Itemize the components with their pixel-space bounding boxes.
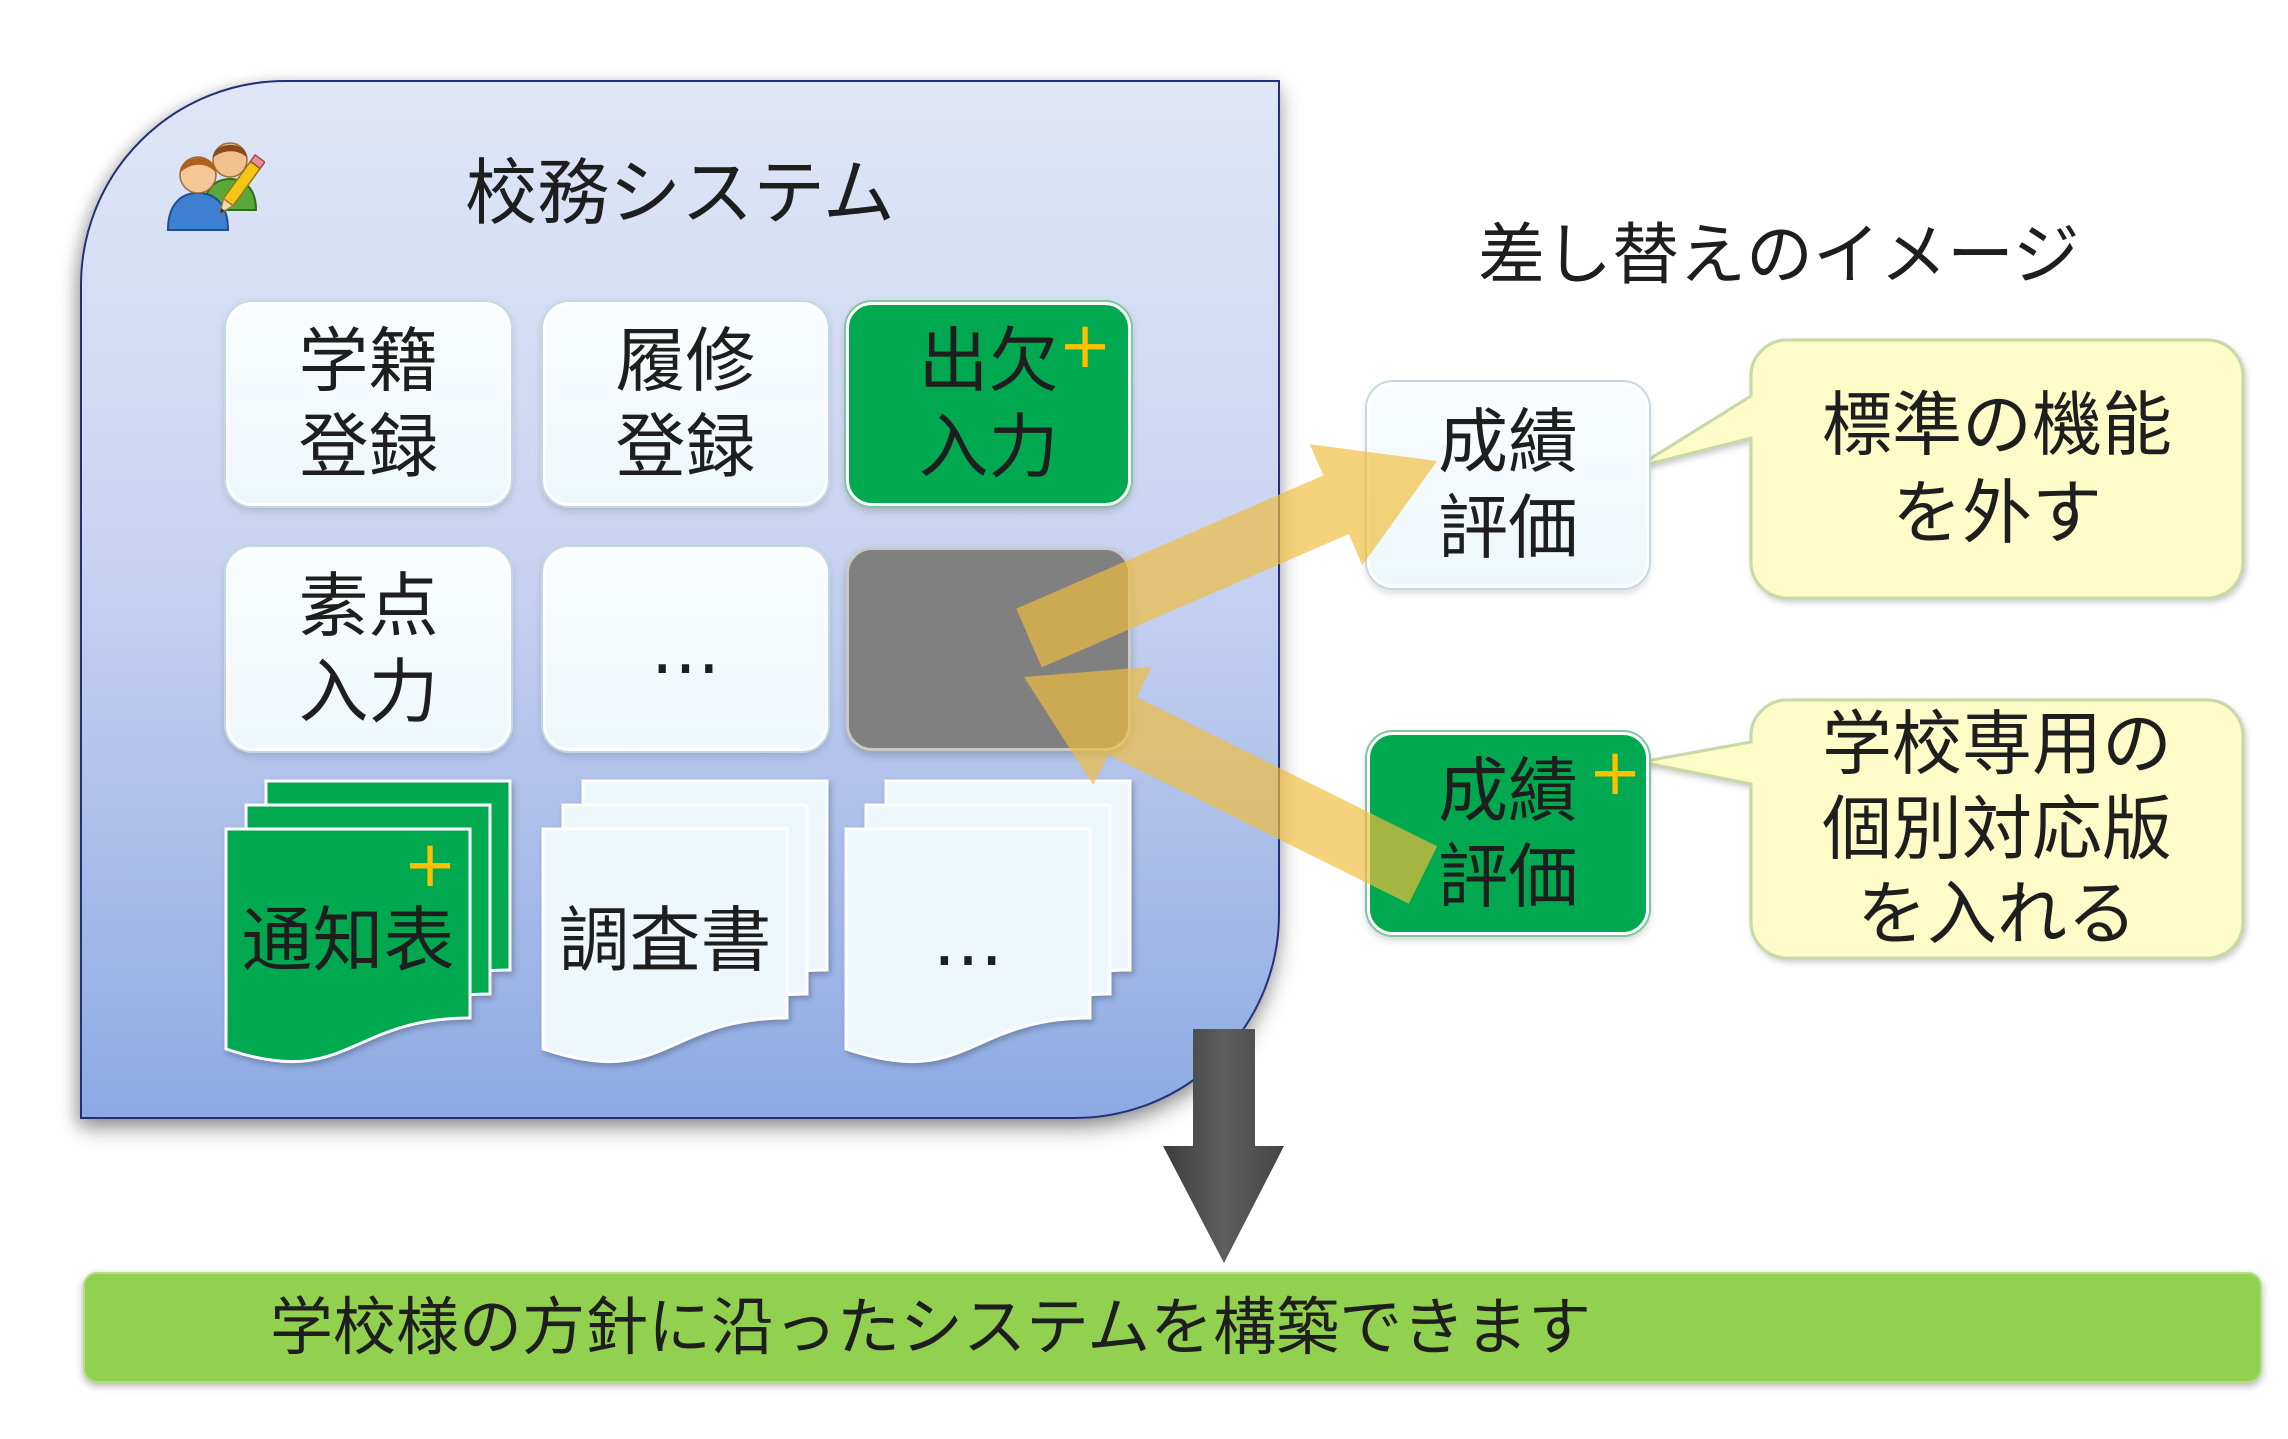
module-label-line: 登録 bbox=[298, 406, 439, 488]
document-label: 通知表 bbox=[241, 899, 455, 982]
document-stack-transcript: 調査書 bbox=[541, 779, 832, 1069]
module-tile-course-registration: 履修 登録 bbox=[543, 302, 828, 506]
module-tile-attendance-input: 出欠 入力 + bbox=[846, 302, 1131, 506]
result-banner-text: 学校様の方針に沿ったシステムを構築できます bbox=[270, 1291, 1592, 1364]
document-label: … bbox=[932, 899, 1004, 982]
module-tile-student-registry: 学籍 登録 bbox=[226, 302, 511, 506]
module-tile-more: … bbox=[543, 547, 828, 751]
plus-mark: + bbox=[1588, 736, 1642, 810]
module-label-line: 学籍 bbox=[298, 320, 439, 402]
pencil-icon bbox=[218, 153, 265, 216]
module-label-line: 評価 bbox=[1438, 487, 1578, 569]
module-label-line: … bbox=[650, 608, 721, 690]
callout-remove-standard: 標準の機能 を外す bbox=[1751, 340, 2243, 598]
module-label-line: 成績 bbox=[1438, 401, 1578, 483]
plus-mark: + bbox=[1058, 309, 1112, 383]
module-label-line: 出欠 bbox=[918, 320, 1059, 402]
callout-line: 標準の機能 bbox=[1822, 384, 2172, 466]
module-label-line: 評価 bbox=[1438, 835, 1578, 918]
callout-line: を入れる bbox=[1857, 872, 2137, 955]
document-stack-shape bbox=[224, 779, 512, 1064]
callout-line: 学校専用の bbox=[1822, 702, 2172, 785]
plus-mark: + bbox=[403, 828, 457, 902]
module-label-line: 履修 bbox=[615, 320, 756, 402]
pencil-lead bbox=[220, 207, 225, 214]
back-person-hair bbox=[213, 144, 247, 158]
pencil-eraser bbox=[249, 153, 265, 170]
replacement-heading: 差し替えのイメージ bbox=[1478, 216, 2080, 294]
document-stack-report-card: 通知表 + bbox=[224, 779, 515, 1069]
system-panel-title: 校務システム bbox=[465, 151, 895, 235]
module-label-line: 素点 bbox=[298, 565, 439, 647]
module-label-line: 入力 bbox=[918, 406, 1059, 488]
module-tile-raw-score-input: 素点 入力 bbox=[226, 547, 511, 751]
module-label-line: 成績 bbox=[1438, 749, 1578, 832]
result-banner: 学校様の方針に沿ったシステムを構築できます bbox=[83, 1272, 2262, 1383]
front-person-hair bbox=[179, 157, 217, 173]
document-stack-shape bbox=[541, 779, 829, 1064]
users-pencil-icon bbox=[166, 142, 265, 231]
standard-grade-evaluation-tile: 成績 評価 bbox=[1367, 382, 1649, 588]
callout-line: を外す bbox=[1892, 472, 2102, 554]
document-stack-more: … bbox=[844, 779, 1135, 1069]
document-page-front bbox=[224, 827, 472, 1064]
callout-line: 個別対応版 bbox=[1822, 787, 2172, 870]
document-page-front bbox=[541, 827, 789, 1064]
custom-grade-evaluation-tile: 成績 評価 + bbox=[1367, 732, 1649, 935]
module-label-line: 登録 bbox=[615, 406, 756, 488]
callout-insert-custom: 学校専用の 個別対応版 を入れる bbox=[1751, 700, 2243, 958]
module-label-line: 入力 bbox=[298, 651, 439, 733]
document-label: 調査書 bbox=[558, 899, 772, 982]
module-tile-replaced-slot bbox=[846, 547, 1131, 751]
